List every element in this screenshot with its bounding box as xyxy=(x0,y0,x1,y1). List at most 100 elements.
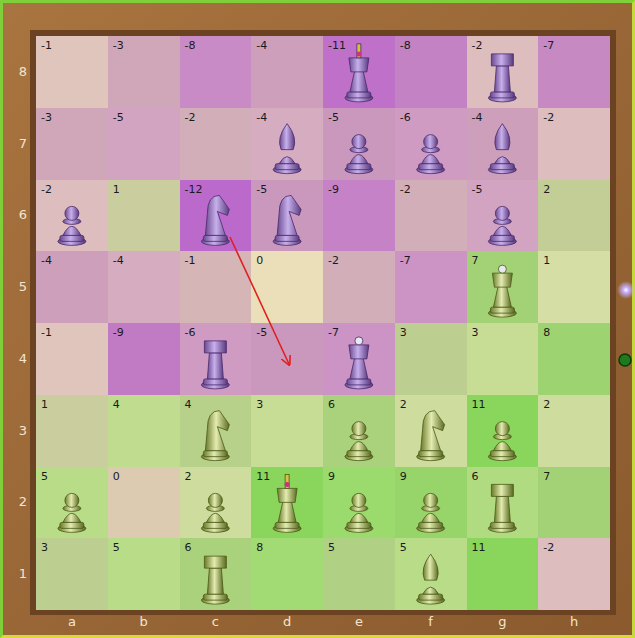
square-score: 1 xyxy=(543,254,550,267)
square-score: -7 xyxy=(328,326,339,339)
square-score: 3 xyxy=(472,326,479,339)
square-score: 5 xyxy=(328,541,335,554)
chess-piece xyxy=(201,556,229,604)
chess-piece xyxy=(58,493,86,532)
square-score: 11 xyxy=(256,470,270,483)
square-score: 4 xyxy=(185,398,192,411)
square-score: -5 xyxy=(256,326,267,339)
file-label: b xyxy=(108,614,180,629)
square-score: 5 xyxy=(41,470,48,483)
square-score: 4 xyxy=(113,398,120,411)
file-label: a xyxy=(36,614,108,629)
square-score: 2 xyxy=(543,398,550,411)
chess-piece xyxy=(201,493,229,532)
move-arrow xyxy=(230,237,289,364)
rank-label: 5 xyxy=(14,279,32,294)
square-score: 5 xyxy=(113,541,120,554)
square-score: -4 xyxy=(256,39,267,52)
square-score: 7 xyxy=(472,254,479,267)
chess-piece xyxy=(488,206,516,245)
square-score: 5 xyxy=(400,541,407,554)
rank-label: 7 xyxy=(14,136,32,151)
square-score: -2 xyxy=(472,39,483,52)
square-score: -1 xyxy=(41,326,52,339)
chess-piece xyxy=(417,554,445,604)
status-dot xyxy=(619,354,631,366)
square-score: -7 xyxy=(543,39,554,52)
file-label: h xyxy=(538,614,610,629)
square-score: 6 xyxy=(472,470,479,483)
square-score: 6 xyxy=(328,398,335,411)
chess-piece xyxy=(488,422,516,461)
square-score: -2 xyxy=(328,254,339,267)
chess-piece xyxy=(58,206,86,245)
square-score: -5 xyxy=(113,111,124,124)
rank-label: 8 xyxy=(14,64,32,79)
square-score: -2 xyxy=(543,541,554,554)
square-score: 11 xyxy=(472,398,486,411)
chess-piece xyxy=(488,265,516,317)
file-label: g xyxy=(467,614,539,629)
square-score: -4 xyxy=(256,111,267,124)
square-score: -8 xyxy=(400,39,411,52)
file-label: d xyxy=(251,614,323,629)
chess-piece xyxy=(273,124,301,174)
square-score: 7 xyxy=(543,470,550,483)
square-score: 9 xyxy=(400,470,407,483)
chess-piece xyxy=(488,54,516,102)
square-score: -4 xyxy=(41,254,52,267)
square-score: -2 xyxy=(400,183,411,196)
square-score: 1 xyxy=(113,183,120,196)
rank-label: 6 xyxy=(14,207,32,222)
chess-piece xyxy=(345,422,373,461)
square-score: -12 xyxy=(185,183,203,196)
square-score: -6 xyxy=(185,326,196,339)
rank-label: 2 xyxy=(14,494,32,509)
square-score: -9 xyxy=(328,183,339,196)
chess-piece xyxy=(488,484,516,532)
chess-piece xyxy=(201,411,229,461)
square-score: -7 xyxy=(400,254,411,267)
square-score: -2 xyxy=(41,183,52,196)
square-score: -5 xyxy=(328,111,339,124)
square-score: -3 xyxy=(113,39,124,52)
rank-label: 1 xyxy=(14,566,32,581)
square-score: 8 xyxy=(256,541,263,554)
square-score: 2 xyxy=(185,470,192,483)
square-score: 11 xyxy=(472,541,486,554)
file-label: e xyxy=(323,614,395,629)
square-score: -3 xyxy=(41,111,52,124)
square-score: 3 xyxy=(400,326,407,339)
chess-piece xyxy=(345,44,373,102)
chess-piece xyxy=(417,135,445,174)
rank-label: 3 xyxy=(14,423,32,438)
chess-piece xyxy=(345,493,373,532)
square-score: -6 xyxy=(400,111,411,124)
turn-star xyxy=(617,281,635,299)
chess-piece xyxy=(417,493,445,532)
square-score: 8 xyxy=(543,326,550,339)
chess-piece xyxy=(273,474,301,532)
square-score: 0 xyxy=(256,254,263,267)
square-score: -9 xyxy=(113,326,124,339)
square-score: 2 xyxy=(543,183,550,196)
chess-piece xyxy=(345,337,373,389)
square-score: -4 xyxy=(472,111,483,124)
chess-piece xyxy=(488,124,516,174)
rank-label: 4 xyxy=(14,351,32,366)
square-score: 9 xyxy=(328,470,335,483)
file-label: f xyxy=(395,614,467,629)
square-score: -2 xyxy=(543,111,554,124)
chess-piece xyxy=(345,135,373,174)
square-score: 1 xyxy=(41,398,48,411)
square-score: -5 xyxy=(256,183,267,196)
square-score: -1 xyxy=(185,254,196,267)
chess-piece xyxy=(273,195,301,245)
square-score: 3 xyxy=(256,398,263,411)
square-score: -8 xyxy=(185,39,196,52)
square-score: -5 xyxy=(472,183,483,196)
square-score: -2 xyxy=(185,111,196,124)
file-label: c xyxy=(180,614,252,629)
